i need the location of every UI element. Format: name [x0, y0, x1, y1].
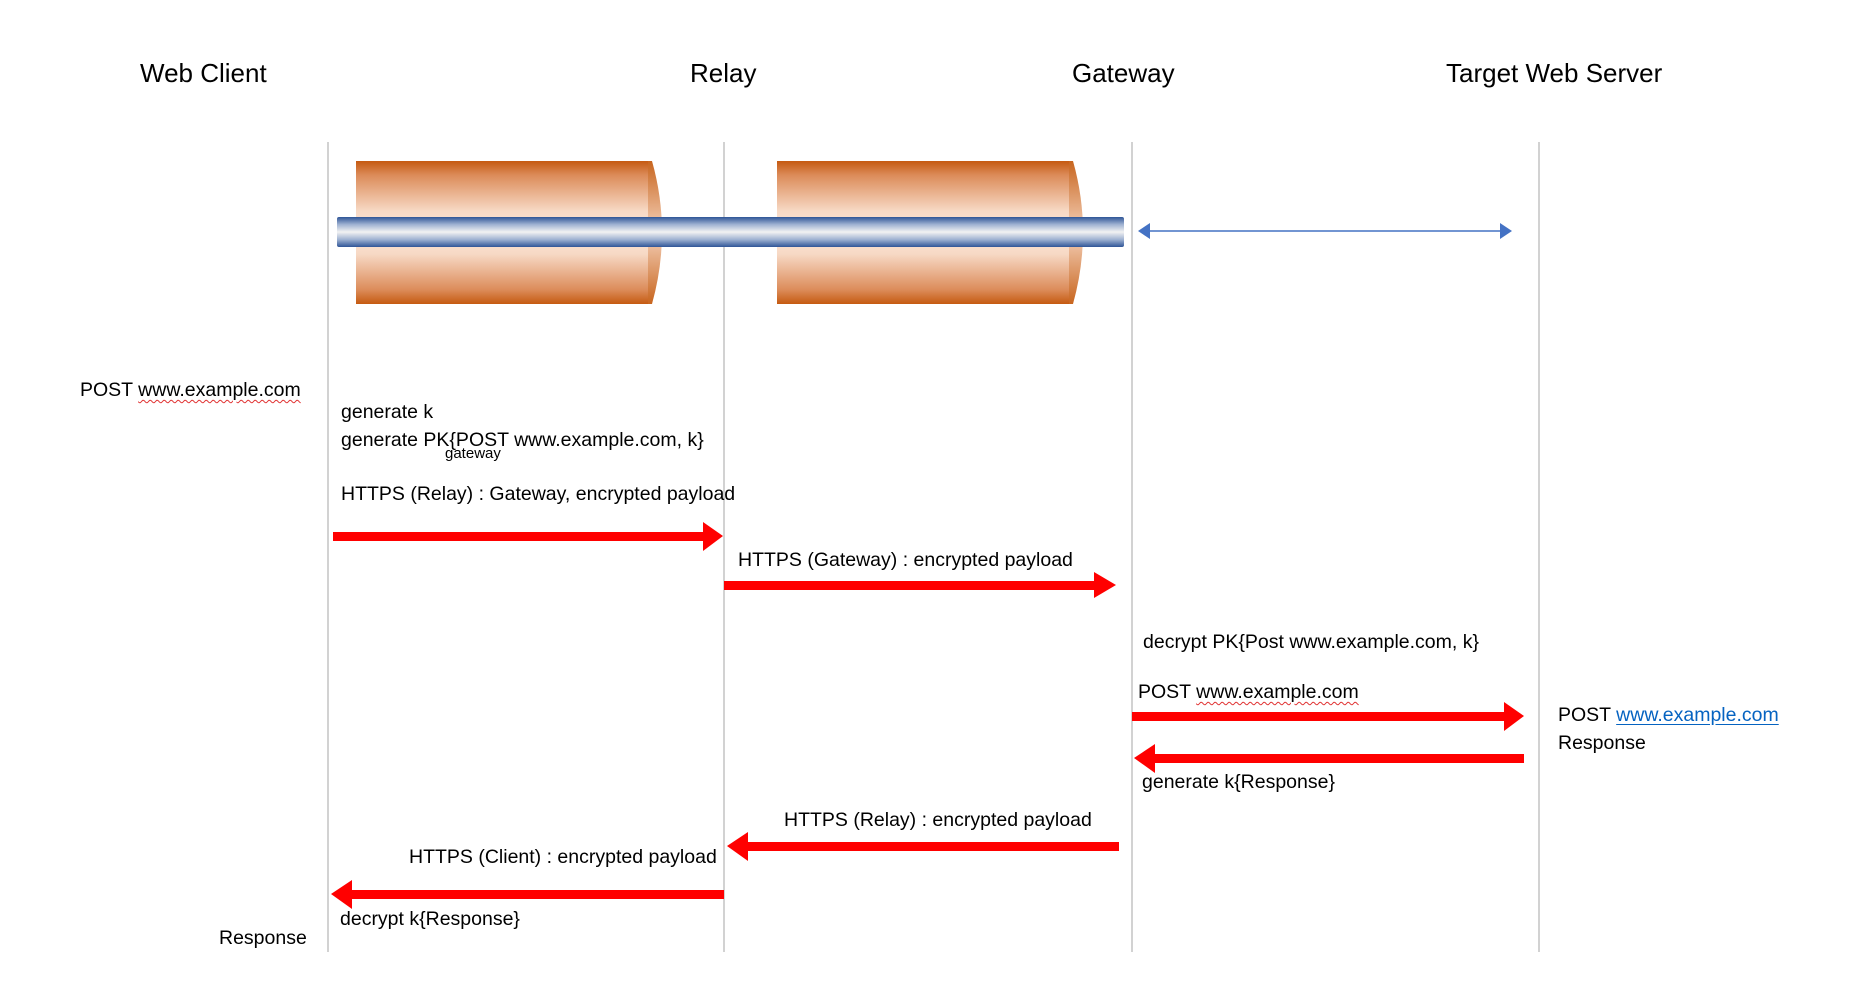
- message-label-relay-to-gateway: HTTPS (Gateway) : encrypted payload: [738, 549, 1073, 571]
- message-label-relay-to-client: HTTPS (Client) : encrypted payload: [409, 846, 717, 868]
- message-arrow-client-to-relay: [333, 522, 723, 551]
- message-arrow-relay-to-client: [331, 880, 724, 909]
- client-response-label: Response: [219, 927, 307, 949]
- participant-relay: Relay: [690, 58, 757, 88]
- message-label-client-to-relay: HTTPS (Relay) : Gateway, encrypted paylo…: [341, 483, 736, 505]
- tunnel-pipe: [337, 217, 1124, 247]
- target-post-label: POST www.example.com: [1558, 704, 1779, 726]
- generate-k-note: generate k: [341, 401, 434, 423]
- generate-pk-prefix: generate PK: [341, 429, 450, 451]
- gateway-target-double-arrow: [1138, 223, 1512, 239]
- generate-k-response-note: generate k{Response}: [1142, 771, 1335, 793]
- gateway-post-method: POST: [1138, 681, 1197, 703]
- client-request-label: POST www.example.com: [80, 379, 301, 401]
- target-post-method: POST: [1558, 704, 1617, 726]
- generate-pk-payload: {POST www.example.com, k}: [449, 429, 704, 451]
- decrypt-pk-note: decrypt PK{Post www.example.com, k}: [1143, 631, 1479, 653]
- generate-pk-note: generate PK{POST www.example.com, k}gate…: [341, 429, 704, 462]
- client-request-url: www.example.com: [138, 379, 301, 401]
- message-arrow-relay-to-gateway: [724, 572, 1116, 598]
- target-response-label: Response: [1558, 732, 1646, 754]
- client-request-method: POST: [80, 379, 139, 401]
- participant-gateway: Gateway: [1072, 58, 1175, 88]
- generate-pk-subscript: gateway: [445, 445, 501, 462]
- participant-target-web-server: Target Web Server: [1446, 58, 1663, 88]
- target-post-url-link[interactable]: www.example.com: [1616, 704, 1779, 726]
- decrypt-k-response-note: decrypt k{Response}: [340, 908, 520, 930]
- gateway-post-url: www.example.com: [1196, 681, 1359, 703]
- message-arrow-target-to-gateway: [1134, 744, 1524, 773]
- participant-web-client: Web Client: [140, 58, 267, 88]
- message-arrow-gateway-to-target: [1132, 702, 1524, 731]
- gateway-post-label: POST www.example.com: [1138, 681, 1359, 703]
- message-label-gateway-to-relay: HTTPS (Relay) : encrypted payload: [784, 809, 1092, 831]
- message-arrow-gateway-to-relay: [727, 832, 1119, 861]
